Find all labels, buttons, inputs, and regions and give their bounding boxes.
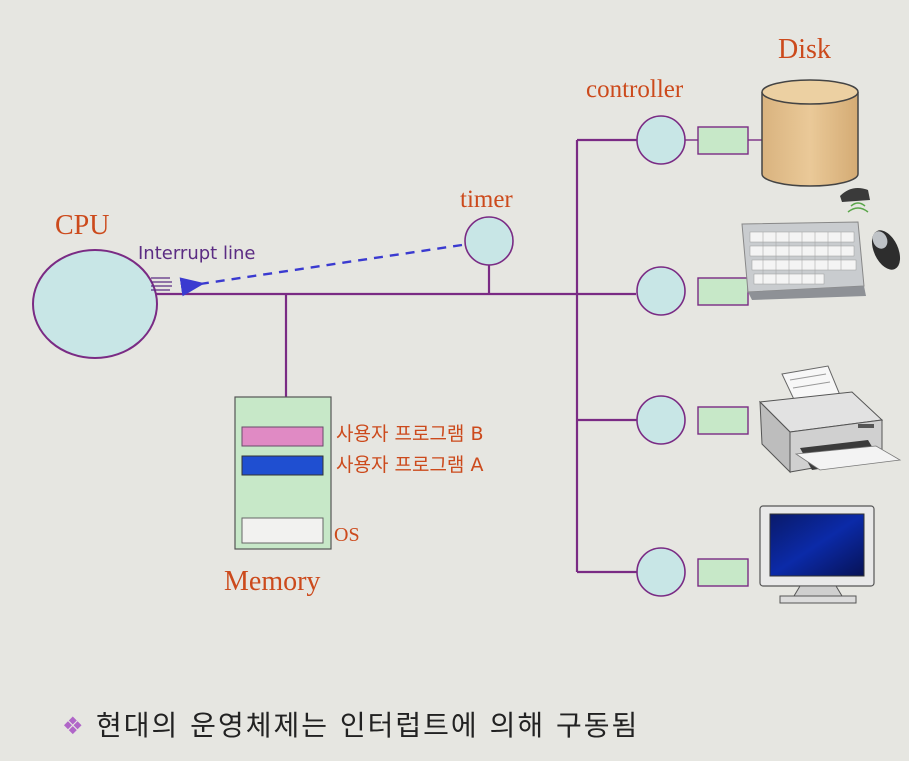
footer-bullet-icon: ❖ (62, 712, 84, 740)
memory: 사용자 프로그램 B 사용자 프로그램 A OS Memory (224, 396, 483, 597)
controller-label: controller (586, 76, 684, 103)
cpu: CPU (32, 210, 158, 359)
interrupt-line: Interrupt line (138, 243, 463, 297)
footer-text: 현대의 운영체제는 인터럽트에 의해 구동됨 (96, 709, 639, 742)
disk-label: Disk (778, 34, 831, 65)
interrupt-line-label: Interrupt line (138, 243, 255, 264)
timer: timer (460, 186, 514, 266)
os-block (241, 517, 324, 544)
controller-disk (636, 115, 762, 165)
controller-printer (636, 395, 749, 445)
interrupt-arrow (179, 243, 463, 297)
cpu-label: CPU (55, 210, 109, 241)
footer: ❖ 현대의 운영체제는 인터럽트에 의해 구동됨 (62, 709, 639, 742)
program-a-label: 사용자 프로그램 A (336, 454, 483, 476)
memory-label: Memory (224, 566, 320, 597)
controller-monitor (636, 547, 749, 597)
keyboard-mouse-icon (741, 188, 901, 300)
program-b-block (241, 426, 324, 447)
timer-label: timer (460, 186, 513, 213)
os-label: OS (334, 524, 360, 546)
system-bus (155, 138, 637, 574)
printer-icon (758, 365, 902, 474)
program-a-block (241, 455, 324, 476)
controller-keyboard (636, 266, 749, 316)
program-b-label: 사용자 프로그램 B (336, 423, 483, 445)
disk-icon: Disk (761, 34, 859, 187)
monitor-icon (759, 505, 875, 604)
